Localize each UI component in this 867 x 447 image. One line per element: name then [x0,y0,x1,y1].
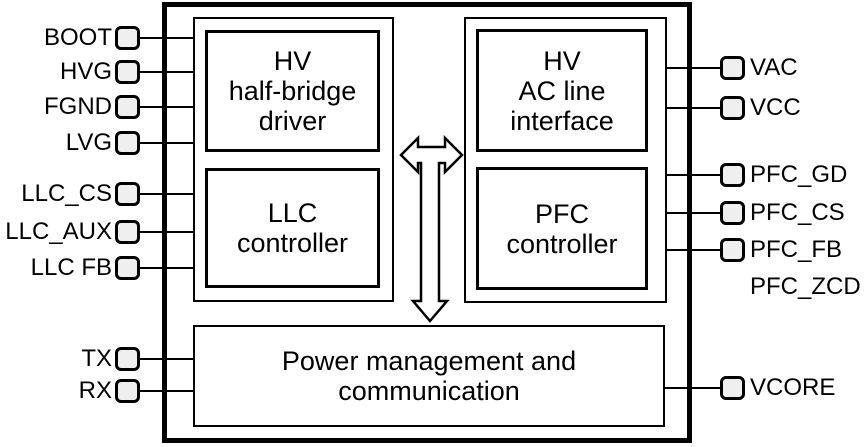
chip-outline [162,2,692,443]
pin-label-pfc-gd: PFC_GD [750,161,848,188]
pin-pad-tx [115,347,140,371]
block-label-line: driver [258,106,327,136]
pin-label-llc-cs: LLC_CS [21,180,112,207]
pin-wire-hvg [140,71,193,73]
block-label-line: Power management and [281,346,577,376]
pin-pad-vcc [720,96,745,120]
pin-label-llc-fb: LLC FB [30,254,112,281]
pin-label-tx: TX [81,345,112,372]
pin-pad-pfc-cs [720,201,745,225]
block-label-line: PFC [535,198,589,229]
pin-wire-pfc-fb [667,249,720,251]
pfc-section-group-box [464,17,667,303]
pin-pad-llc-fb [115,256,140,280]
pin-wire-rx [140,390,193,392]
block-label-line: LLC [267,198,318,228]
pin-wire-vac [667,67,720,69]
pin-label-vac: VAC [750,54,798,81]
pin-pad-llc-cs [115,182,140,206]
pin-pad-pfc-fb [720,238,745,262]
pin-label-rx: RX [78,377,112,404]
block-label-line: HV [543,45,581,76]
llc-section-group-box [193,17,394,302]
pin-label-llc-aux: LLC_AUX [5,218,112,245]
pin-wire-pfc-gd [667,174,720,176]
pin-pad-vcore [720,376,745,400]
pin-label-pfc-cs: PFC_CS [750,199,845,226]
block-llc-controller: LLC controller [205,168,380,288]
pin-wire-pfc-cs [667,212,720,214]
pin-wire-llc-cs [140,193,193,195]
block-hv-ac-line-interface: HV AC line interface [476,29,648,152]
pin-wire-vcc [667,107,720,109]
pin-wire-llc-fb [140,267,193,269]
pin-wire-fgnd [140,106,193,108]
block-label-line: HV [273,46,312,76]
block-label-line: AC line [518,75,606,106]
pin-label-pfc-fb: PFC_FB [750,236,843,263]
pin-label-vcore: VCORE [750,374,836,401]
pin-wire-lvg [140,142,193,144]
block-label-line: controller [506,228,618,259]
pin-wire-vcore [665,387,720,389]
pin-label-vcc: VCC [750,94,801,121]
pin-label-pfc-zcd: PFC_ZCD [750,273,861,300]
pin-pad-lvg [115,131,140,155]
pin-pad-fgnd [115,95,140,119]
block-hv-half-bridge-driver: HV half-bridge driver [205,30,380,152]
block-label-line: half-bridge [228,76,357,106]
pin-pad-pfc-gd [720,163,745,187]
pin-pad-vac [720,56,745,80]
block-label-line: interface [510,105,614,136]
block-label-line: controller [236,228,349,258]
block-pfc-controller: PFC controller [476,167,648,290]
pin-wire-tx [140,358,193,360]
block-label-line: communication [338,376,520,406]
pin-pad-llc-aux [115,220,140,244]
block-power-management-communication: Power management and communication [193,325,665,427]
pin-wire-boot [140,37,193,39]
pin-pad-hvg [115,60,140,84]
pin-label-fgnd: FGND [44,93,112,120]
pin-wire-llc-aux [140,231,193,233]
pin-label-hvg: HVG [59,58,112,85]
pin-label-boot: BOOT [43,24,112,51]
pin-pad-boot [115,26,140,50]
pin-pad-rx [115,379,140,403]
pin-label-lvg: LVG [65,129,112,156]
